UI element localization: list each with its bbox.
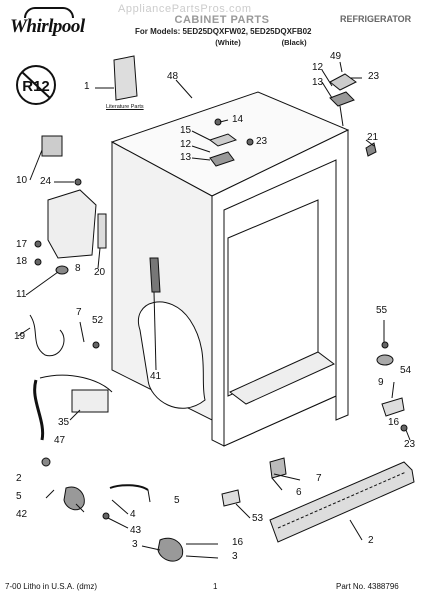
variant-black: (Black) [281,38,307,47]
callout-13: 13 [312,77,324,88]
callout-16b: 53 [252,513,264,524]
wire-harness-19-icon [29,314,65,357]
literature-parts-label: Literature Parts [106,104,144,110]
screw-52-icon [92,341,100,349]
part-4-icon [63,486,85,511]
callout-53: 43 [130,525,142,536]
callout-3b: 3 [232,551,238,562]
callout-23b: 23 [256,136,268,147]
callout-14: 14 [232,114,244,125]
callout-15: 15 [180,125,192,136]
part-6-icon [269,457,287,479]
callout-7: 7 [76,307,82,318]
callout-13b: 13 [180,152,192,163]
part-16-right-icon [381,397,405,417]
page-title: CABINET PARTS [174,14,270,26]
callout-17: 17 [16,239,28,250]
hinge-49-icon [329,73,357,91]
model-numbers: For Models: 5ED25DQXFW02, 5ED25DQXFB02 [135,27,312,36]
wire-harness-icon [39,374,113,393]
part-41-icon [149,257,161,293]
screw-53-icon [102,512,110,520]
part-2-icon [157,537,184,562]
part-8-icon [55,265,69,275]
callout-24: 24 [40,176,52,187]
part-54-icon [376,354,394,366]
watermark: AppliancePartsPros.com [118,3,252,15]
callout-49: 49 [330,51,342,62]
hinge-12-icon [208,133,238,147]
hinge-15-icon [209,151,235,167]
model-variants: (White) (Black) [196,38,336,47]
callout-47: 47 [54,435,66,446]
cabinet-opening [223,159,337,447]
callout-41: 41 [150,371,162,382]
callout-12: 12 [312,62,324,73]
callout-42: 5 [174,495,180,506]
callout-12b: 12 [180,139,192,150]
toe-grille-22-icon [269,461,415,543]
callout-9: 9 [378,377,384,388]
literature-booklet-icon [113,55,138,101]
part-21-icon [365,142,377,157]
screw-23-right-icon [400,424,408,432]
screw-55-icon [381,341,389,349]
callout-4: 42 [16,509,28,520]
callout-52: 52 [92,315,104,326]
r12-badge-icon: R12 [16,65,56,105]
callout-16: 16 [388,417,400,428]
logo-swirl [24,7,74,18]
footer-part-number: Part No. 4388796 [336,582,399,591]
callout-43: 4 [130,509,136,520]
callout-48: 48 [167,71,179,82]
callout-8: 8 [75,263,81,274]
part-35-icon [71,389,109,413]
callout-10: 10 [16,175,28,186]
callout-1: 1 [84,81,90,92]
callout-7b: 7 [316,473,322,484]
footer-litho: 7-00 Litho in U.S.A. (dmz) [5,582,98,591]
callout-21: 21 [367,132,379,143]
callout-22: 2 [368,535,374,546]
callout-23c: 23 [404,439,416,450]
callout-11: 11 [16,289,27,300]
brand-name: Whirlpool [10,16,85,37]
cord-icon [33,379,45,441]
callout-35: 35 [58,417,70,428]
part-23-left-icon [41,457,51,467]
part-16-bottom-icon [221,489,241,507]
callout-54: 54 [400,365,412,376]
screw-23-icon [246,138,254,146]
screw-24-icon [74,178,82,186]
part-10-icon [41,135,63,157]
callout-6: 6 [296,487,302,498]
category-label: REFRIGERATOR [340,14,412,24]
hinge-13-icon [329,91,355,107]
callout-18: 18 [16,256,28,267]
part-bracket-icon [47,189,97,259]
callout-2: 3 [132,539,138,550]
r12-badge-text: R12 [22,78,50,95]
callout-5a: 2 [16,473,22,484]
callout-23: 23 [368,71,380,82]
callout-55: 55 [376,305,388,316]
whirlpool-logo: Whirlpool [6,4,110,44]
callout-19: 19 [14,331,26,342]
part-42-icon [109,484,149,491]
callout-3a: 16 [232,537,244,548]
variant-white: (White) [215,38,241,47]
screw-18-icon [34,258,42,266]
footer-page-number: 1 [213,582,218,591]
callout-5b: 5 [16,491,22,502]
part-20-icon [97,213,107,249]
screw-17-icon [34,240,42,248]
callout-20: 20 [94,267,106,278]
